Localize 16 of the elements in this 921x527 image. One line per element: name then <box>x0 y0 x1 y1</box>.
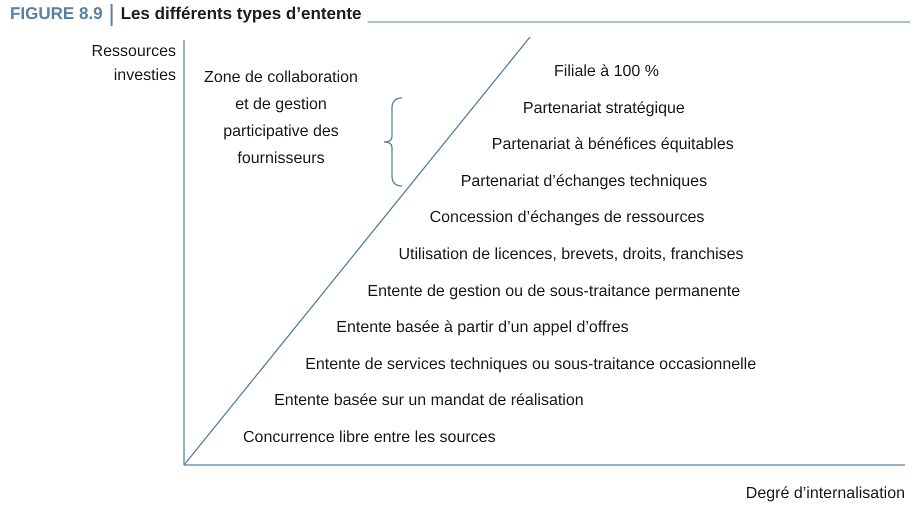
agreement-type-label: Partenariat à bénéfices équitables <box>492 135 734 156</box>
agreement-type-label: Entente de gestion ou de sous-traitance permanente <box>367 282 740 302</box>
axis-label: Degré d’internalisation <box>746 484 905 504</box>
agreement-type-label: Concession d’échanges de ressources <box>430 208 704 228</box>
agreement-type-label: Partenariat stratégique <box>522 98 685 119</box>
zone-label: Zone de collaboration et de gestion participative des fournisseurs <box>203 68 359 169</box>
agreement-type-label: Filiale à 100 % <box>554 62 659 82</box>
agreement-type-label: Entente basée sur un mandat de réalisation <box>274 391 584 412</box>
axis-label: Ressources investies <box>90 42 176 86</box>
figure-number: FIGURE 8.9 <box>10 4 103 24</box>
figure-title: Les différents types d’entente <box>120 4 362 24</box>
agreement-type-label: Utilisation de licences, brevets, droits, franchises <box>398 245 744 265</box>
agreement-type-label: Concurrence libre entre les sources <box>243 428 496 448</box>
agreement-type-label: Entente de services techniques ou sous-traitance occasionnelle <box>305 354 756 375</box>
agreement-type-label: Partenariat d’échanges techniques <box>460 172 708 192</box>
agreement-type-label: Entente basée à partir d’un appel d’offres <box>336 318 629 338</box>
